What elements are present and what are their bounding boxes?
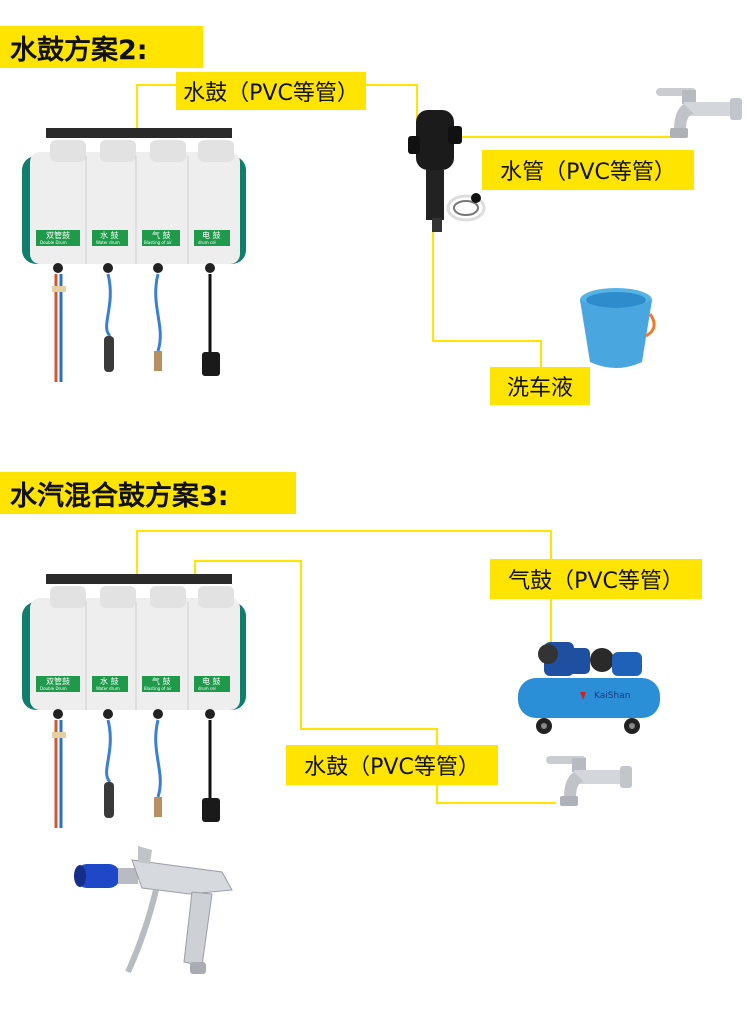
reel-label: 水 鼓 bbox=[100, 676, 119, 686]
connector-line bbox=[136, 530, 552, 532]
air-compressor: KaiShan bbox=[514, 634, 664, 738]
connector-line bbox=[416, 84, 418, 120]
reel-sublabel: Double Drum bbox=[40, 240, 67, 245]
connector-line bbox=[194, 560, 302, 562]
connector-line bbox=[436, 782, 438, 804]
water-pipe-tag: 水管（PVC等管） bbox=[482, 150, 694, 190]
compressor-brand: KaiShan bbox=[594, 691, 630, 701]
dosing-pump bbox=[398, 100, 490, 235]
reel-label: 气 鼓 bbox=[152, 230, 171, 240]
connector-line bbox=[136, 84, 138, 134]
connector-line bbox=[436, 728, 438, 748]
hose-reel-unit: 双管鼓 水 鼓 气 鼓 电 鼓 Double Drum Water drum B… bbox=[20, 126, 250, 386]
car-wash-liquid-tag: 洗车液 bbox=[490, 367, 590, 405]
reel-sublabel: drum cel bbox=[198, 240, 216, 245]
reel-label: 电 鼓 bbox=[202, 676, 221, 686]
connector-line bbox=[550, 530, 552, 560]
connector-line bbox=[300, 728, 438, 730]
reel-label: 双管鼓 bbox=[46, 230, 70, 240]
connector-line bbox=[194, 560, 196, 584]
reel-sublabel: drum cel bbox=[198, 686, 216, 691]
hose-reel-unit: 双管鼓 水 鼓 气 鼓 电 鼓 Double Drum Water drum B… bbox=[20, 572, 250, 832]
bucket-icon bbox=[574, 284, 660, 374]
connector-line bbox=[432, 230, 434, 342]
reel-label: 双管鼓 bbox=[46, 676, 70, 686]
reel-label: 气 鼓 bbox=[152, 676, 171, 686]
connector-line bbox=[300, 560, 302, 730]
section2-title: 水汽混合鼓方案3: bbox=[0, 472, 296, 514]
connector-line bbox=[550, 598, 552, 642]
reel-sublabel: Blasting of air bbox=[144, 686, 172, 691]
connector-line bbox=[136, 530, 138, 580]
reel-sublabel: Water drum bbox=[96, 240, 120, 245]
reel-sublabel: Double Drum bbox=[40, 686, 67, 691]
connector-line bbox=[452, 136, 680, 138]
water-drum-tag: 水鼓（PVC等管） bbox=[176, 72, 366, 110]
faucet-icon bbox=[654, 80, 746, 142]
section1-title: 水鼓方案2: bbox=[0, 26, 203, 68]
connector-line bbox=[432, 340, 542, 342]
connector-line bbox=[436, 802, 556, 804]
water-drum-tag-2: 水鼓（PVC等管） bbox=[286, 745, 498, 785]
reel-sublabel: Blasting of air bbox=[144, 240, 172, 245]
reel-label: 电 鼓 bbox=[202, 230, 221, 240]
faucet-icon bbox=[544, 748, 636, 810]
spray-gun-icon bbox=[72, 842, 244, 977]
air-drum-tag: 气鼓（PVC等管） bbox=[490, 559, 702, 599]
connector-line bbox=[540, 340, 542, 370]
reel-sublabel: Water drum bbox=[96, 686, 120, 691]
reel-label: 水 鼓 bbox=[100, 230, 119, 240]
